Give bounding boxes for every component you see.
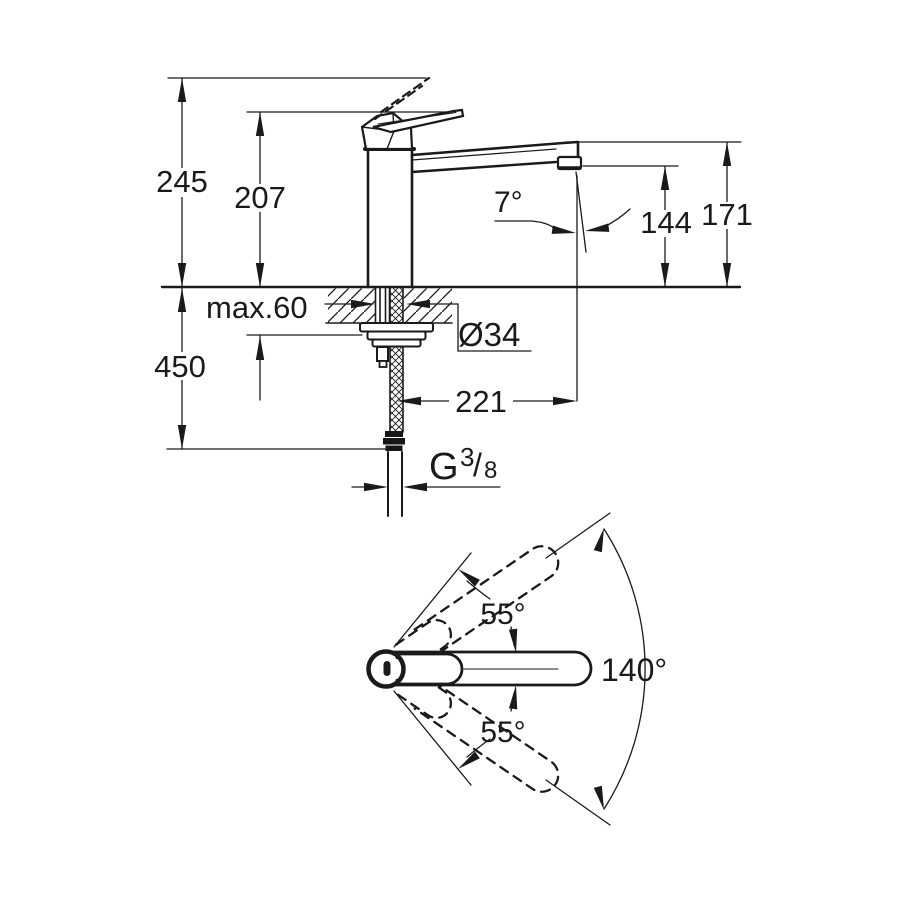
dimension-lines	[166, 77, 742, 488]
faucet-body	[360, 76, 583, 289]
spout-position-upper-dashed	[394, 545, 560, 670]
spout-angle-label: 7°	[494, 186, 523, 219]
hose-connector	[385, 431, 403, 437]
swivel-lower-angle-label: 55°	[480, 716, 525, 749]
faucet-side-view: 245 207 max.60 450 Ø34 221 7° 144 171 G …	[149, 76, 757, 517]
spout	[410, 140, 580, 160]
lever-raised-dashed	[373, 76, 431, 121]
thread-denominator: 8	[484, 457, 497, 484]
outlet-height-label: 144	[640, 205, 692, 240]
swivel-total-angle-label: 140°	[601, 652, 667, 688]
overall-height-label: 245	[156, 164, 208, 199]
hole-diameter-label: Ø34	[458, 316, 520, 353]
handle-height-label: 207	[234, 180, 286, 215]
swivel-upper-angle-label: 55°	[480, 598, 525, 631]
max-counter-thickness-label: max.60	[206, 290, 308, 325]
swivel-arrows	[458, 528, 604, 810]
mounting-shank	[359, 287, 434, 517]
faucet-top-view: 55° 55° 140°	[366, 512, 667, 826]
supply-pipe	[387, 451, 403, 517]
spout-end-height-label: 171	[701, 197, 753, 232]
swivel-arc	[603, 528, 646, 810]
thread-size-label: G 3 / 8	[429, 442, 497, 488]
below-counter-length-label: 450	[154, 349, 206, 384]
thread-fraction-slash: /	[473, 447, 482, 483]
thread-numerator: 3	[460, 442, 474, 472]
dimension-arrows	[177, 78, 732, 492]
thread-prefix: G	[429, 446, 459, 488]
flex-hose	[390, 347, 403, 432]
body-column	[366, 148, 414, 289]
spout-reach-label: 221	[455, 384, 507, 419]
spout-plan	[366, 649, 593, 689]
lever-handle	[372, 108, 465, 134]
spout-position-lower-dashed	[394, 668, 560, 793]
